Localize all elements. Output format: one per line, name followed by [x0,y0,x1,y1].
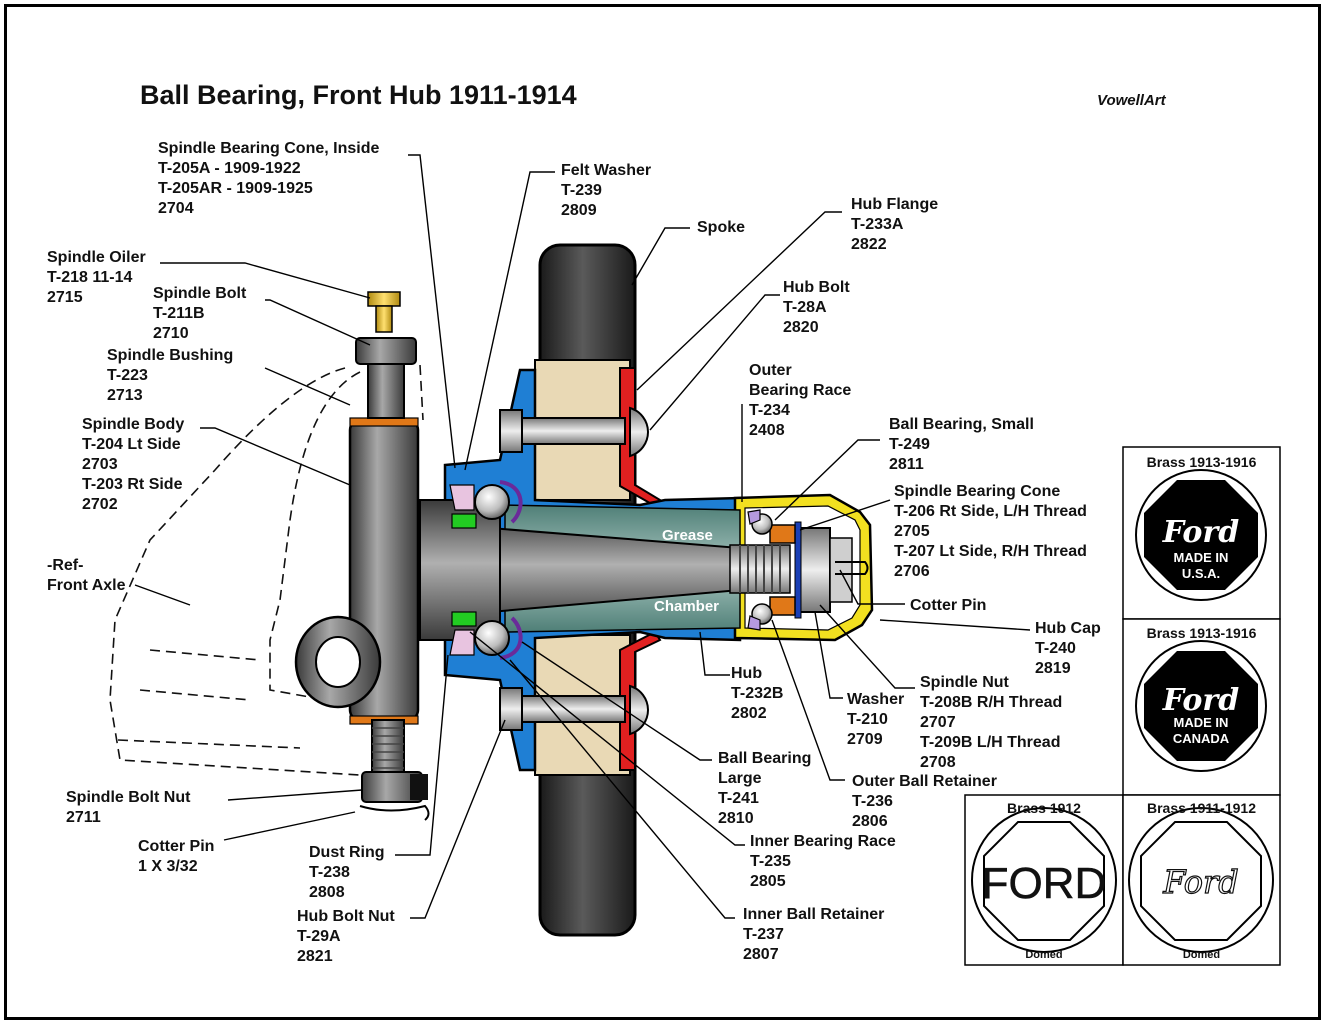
chamber-text: Chamber [654,598,720,615]
artist-credit: VowellArt [1097,92,1166,109]
cap-footer-1912: Domed [1025,949,1063,961]
label-cotter-pin-right: Cotter Pin [910,597,987,614]
hub-cap-usa-emblem [1135,469,1267,601]
emblem-1911-logo: Ford [1162,863,1239,901]
spindle-body [294,417,420,725]
grease-text: Grease [662,527,713,544]
emblem-usa-logo: Ford [1162,515,1239,550]
hub-cap-1912-emblem [971,807,1117,953]
emblem-usa-line2: U.S.A. [1182,566,1220,581]
leader-lines [134,154,1031,919]
felt-washers [451,513,477,627]
label-spoke: Spoke [697,219,746,236]
emblem-canada-line1: MADE IN [1174,715,1229,730]
cap-heading-usa: Brass 1913-1916 [1146,454,1257,470]
page-title: Ball Bearing, Front Hub 1911-1914 [140,80,577,110]
large-balls [474,484,510,656]
hub-cap-canada-emblem [1135,640,1267,772]
hub-cap-1911-emblem [1128,807,1274,953]
emblem-canada-line2: CANADA [1173,731,1230,746]
threaded-end [729,544,791,594]
outer-bearing-race [747,509,761,631]
emblem-canada-logo: Ford [1162,683,1239,718]
inner-bearing-race [449,484,475,656]
spindle-bolt-threads [361,719,428,803]
cap-heading-canada: Brass 1913-1916 [1146,625,1257,641]
cotter-pin-right [835,561,869,575]
spindle-bolt-top [355,337,417,419]
label-ref-front-axle: -Ref-Front Axle [47,557,126,594]
front-axle-outline [109,364,424,776]
outer-frame [4,4,1321,1020]
cotter-pin-left [359,804,430,821]
hub-bolts [499,406,649,736]
cap-footer-1911: Domed [1182,949,1221,961]
ball-retainers [499,480,523,660]
spindle-oiler [367,291,401,333]
spindle-bearing-cone [769,524,796,616]
emblem-1912-logo: FORD [982,859,1107,908]
emblem-usa-line1: MADE IN [1174,550,1229,565]
cap-heading-1912: Brass 1912 [1007,800,1081,816]
cap-heading-1911: Brass 1911-1912 [1147,800,1256,816]
